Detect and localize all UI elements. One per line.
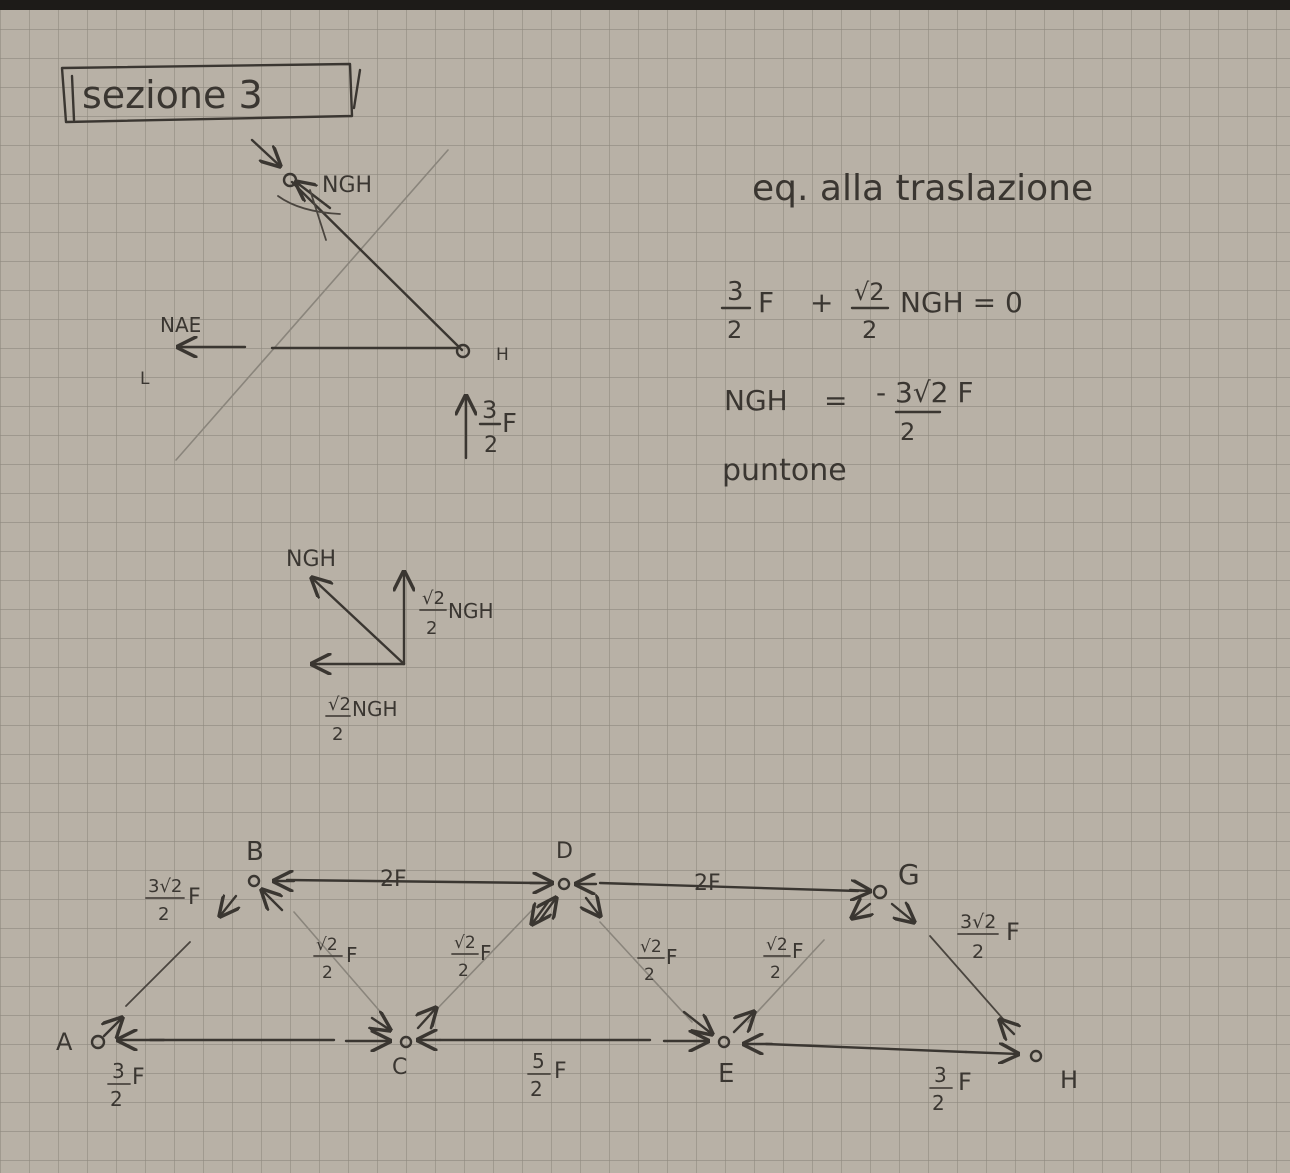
node-label-b: B bbox=[246, 837, 264, 867]
force-eg-num: √2 bbox=[766, 935, 788, 955]
force-bc-den: 2 bbox=[322, 963, 333, 983]
eq2-eq: = bbox=[824, 384, 847, 417]
force-gh-den: 2 bbox=[972, 941, 984, 963]
force-ab-rest: F bbox=[188, 885, 201, 910]
force-eh-den: 2 bbox=[932, 1091, 945, 1115]
section-title-box: sezione 3 bbox=[60, 62, 362, 124]
node-c bbox=[399, 1035, 413, 1049]
label-ngh: NGH bbox=[322, 173, 372, 198]
label-h: H bbox=[496, 345, 509, 365]
eq1-b-num: √2 bbox=[854, 278, 885, 306]
force-gh-num: 3√2 bbox=[960, 911, 996, 933]
member-eh bbox=[764, 1042, 968, 1054]
eq1-a-num: 3 bbox=[727, 277, 744, 307]
horizontal-rest: NGH bbox=[352, 697, 398, 721]
force-bc-rest: F bbox=[346, 943, 358, 967]
force-ac-rest: F bbox=[132, 1065, 145, 1090]
member-cd bbox=[435, 905, 537, 1011]
eq1-a-den: 2 bbox=[727, 316, 742, 344]
member-gh bbox=[929, 935, 1005, 1021]
force-ce-num: 5 bbox=[532, 1049, 545, 1073]
node-b bbox=[247, 874, 261, 888]
vector-ngh bbox=[312, 578, 406, 666]
force-de-den: 2 bbox=[644, 965, 655, 985]
force-ac-num: 3 bbox=[112, 1059, 125, 1083]
result-puntone: puntone bbox=[722, 453, 847, 488]
node-a bbox=[90, 1034, 106, 1050]
reaction-num: 3 bbox=[482, 396, 497, 424]
force-cd-den: 2 bbox=[458, 961, 469, 981]
force-bc-num: √2 bbox=[316, 935, 338, 955]
force-dg: 2F bbox=[694, 871, 721, 896]
member-bc bbox=[293, 911, 385, 1017]
label-nae: NAE bbox=[160, 313, 201, 337]
force-cd-rest: F bbox=[480, 941, 492, 965]
force-eh-num: 3 bbox=[934, 1063, 947, 1087]
reaction-den: 2 bbox=[484, 433, 498, 458]
force-ab-num: 3√2 bbox=[148, 876, 182, 897]
node-label-g: G bbox=[898, 858, 920, 891]
force-cd-num: √2 bbox=[454, 933, 476, 953]
node-g-sketch bbox=[282, 172, 298, 188]
equations-heading: eq. alla traslazione bbox=[752, 168, 1093, 209]
vector-ngh-label: NGH bbox=[286, 547, 336, 572]
member-dg bbox=[598, 881, 860, 893]
label-l: L bbox=[140, 369, 150, 389]
eq1-b-den: 2 bbox=[862, 316, 877, 344]
force-ce-rest: F bbox=[554, 1059, 567, 1084]
section-title: sezione 3 bbox=[82, 73, 263, 117]
horizontal-den: 2 bbox=[332, 724, 343, 745]
force-eg-den: 2 bbox=[770, 963, 781, 983]
vector-decomposition: NGH √2 2 NGH √2 2 NGH bbox=[286, 547, 494, 745]
vertical-rest: NGH bbox=[448, 599, 494, 623]
arrow-g bbox=[250, 138, 280, 166]
force-eh-rest: F bbox=[958, 1068, 972, 1096]
member-bd bbox=[285, 878, 542, 885]
node-label-a: A bbox=[56, 1028, 73, 1056]
node-label-c: C bbox=[392, 1055, 407, 1080]
eq1-a-f: F bbox=[758, 286, 774, 319]
arrow-ngh bbox=[296, 182, 332, 210]
force-ac-den: 2 bbox=[110, 1087, 123, 1111]
member-eg bbox=[747, 939, 825, 1023]
node-e bbox=[717, 1035, 731, 1049]
node-label-h: H bbox=[1060, 1066, 1078, 1094]
reaction-f: F bbox=[502, 409, 517, 439]
equations-block: eq. alla traslazione 3 2 F + √2 2 NGH = … bbox=[720, 168, 1093, 488]
eq1-b-rest: NGH = 0 bbox=[900, 286, 1023, 319]
force-eg-rest: F bbox=[792, 939, 804, 963]
eq2-den: 2 bbox=[900, 418, 915, 446]
vertical-den: 2 bbox=[426, 618, 437, 639]
force-ab-den: 2 bbox=[158, 904, 169, 925]
truss-diagram: A B C D E G H 2F 2F 3√2 2 F √2 2 F √2 2 … bbox=[56, 837, 1078, 1115]
node-d bbox=[557, 877, 571, 891]
force-bd: 2F bbox=[380, 867, 407, 892]
member-ab bbox=[125, 941, 191, 1007]
node-h bbox=[1029, 1049, 1043, 1063]
force-gh-rest: F bbox=[1006, 918, 1020, 946]
force-de-rest: F bbox=[666, 945, 678, 969]
top-shadow bbox=[0, 0, 1290, 10]
node-label-e: E bbox=[718, 1059, 734, 1089]
horizontal-num: √2 bbox=[328, 694, 351, 715]
member-de bbox=[599, 921, 693, 1023]
member-gh bbox=[290, 180, 464, 352]
eq2-num: - 3√2 F bbox=[876, 376, 973, 409]
vertical-num: √2 bbox=[422, 588, 445, 609]
eq1-plus: + bbox=[810, 286, 833, 319]
eq2-lhs: NGH bbox=[724, 384, 788, 417]
section-sketch: NGH NAE H L 3 2 F bbox=[140, 138, 517, 461]
paper-grid bbox=[0, 8, 1290, 1173]
node-h-sketch bbox=[455, 343, 471, 359]
node-label-d: D bbox=[556, 839, 573, 864]
force-ce-den: 2 bbox=[530, 1077, 543, 1101]
force-de-num: √2 bbox=[640, 937, 662, 957]
node-g bbox=[872, 884, 888, 900]
